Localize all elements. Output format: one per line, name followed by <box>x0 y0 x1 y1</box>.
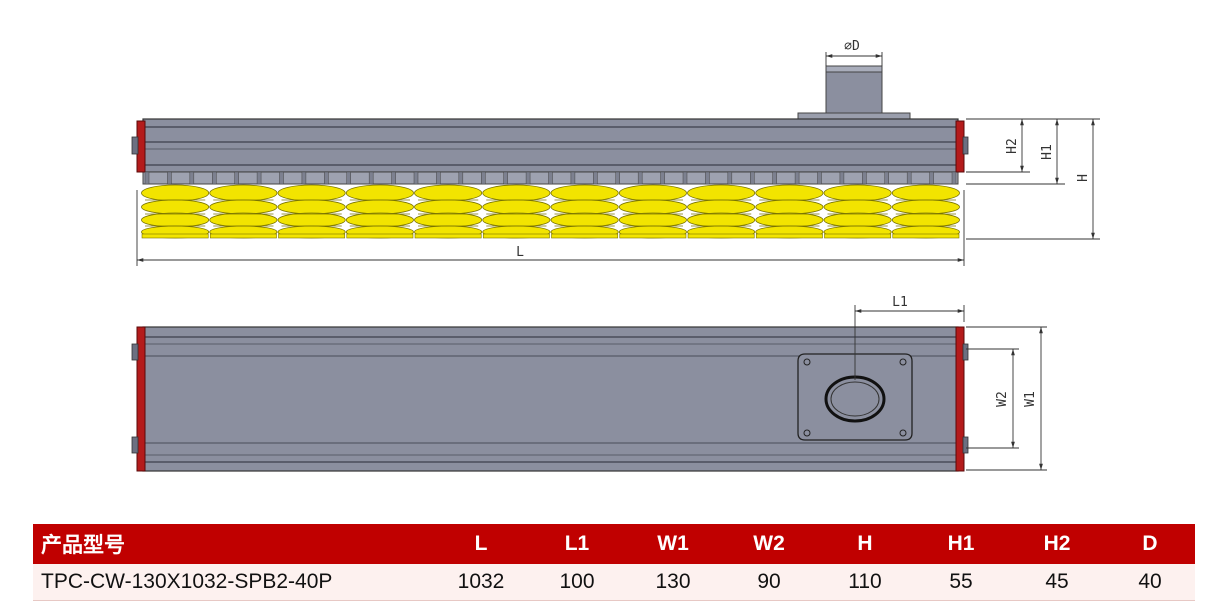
header-model: 产品型号 <box>33 524 433 564</box>
cup-fitting <box>772 171 777 185</box>
cell-l: 1032 <box>433 564 529 601</box>
table-header-row: 产品型号 L L1 W1 W2 H H1 H2 D <box>33 524 1195 564</box>
cup-fitting <box>750 171 755 185</box>
header-w1: W1 <box>625 524 721 564</box>
suction-cup <box>141 184 210 239</box>
suction-cup <box>687 184 756 239</box>
dim-label-l1: L1 <box>892 295 908 310</box>
cup-fitting <box>368 171 374 185</box>
cup-fitting <box>458 171 464 185</box>
cell-model: TPC-CW-130X1032-SPB2-40P <box>33 564 433 601</box>
cup-fitting <box>301 171 307 185</box>
cup-fitting <box>660 171 665 185</box>
suction-cup-array <box>141 171 960 239</box>
header-l: L <box>433 524 529 564</box>
top-view: L1 W2 W1 <box>131 295 1047 472</box>
header-d: D <box>1105 524 1195 564</box>
cup-fitting <box>906 171 912 185</box>
header-h: H <box>817 524 913 564</box>
cell-d: 40 <box>1105 564 1195 601</box>
front-view: ∅D H2 H1 H L <box>131 39 1100 266</box>
cup-fitting <box>212 171 217 185</box>
cup-fitting <box>436 171 441 185</box>
cup-fitting <box>570 171 576 185</box>
specification-table: 产品型号 L L1 W1 W2 H H1 H2 D TPC-CW-130X103… <box>33 524 1195 601</box>
cell-h: 110 <box>817 564 913 601</box>
cup-fitting <box>279 171 284 185</box>
suction-cup <box>482 184 551 239</box>
vacuum-port-cylinder <box>825 69 883 117</box>
cup-fitting <box>525 171 531 185</box>
suction-cup <box>618 184 687 239</box>
dim-label-w1: W1 <box>1023 391 1038 407</box>
dim-label-h2: H2 <box>1005 138 1020 154</box>
cup-fitting <box>548 171 553 185</box>
technical-drawing: ∅D H2 H1 H L <box>131 39 1100 472</box>
cup-fitting <box>839 171 845 185</box>
dim-label-l: L <box>516 245 524 260</box>
cup-fitting <box>391 171 396 185</box>
cup-fitting <box>167 171 172 185</box>
suction-cup <box>414 184 483 239</box>
top-left-end-cap <box>136 326 146 472</box>
suction-cup <box>891 184 960 239</box>
cell-h2: 45 <box>1009 564 1105 601</box>
cup-fitting <box>705 171 710 185</box>
cup-fitting <box>817 171 822 185</box>
cell-w2: 90 <box>721 564 817 601</box>
cup-fitting <box>727 171 733 185</box>
cup-fitting <box>481 171 486 185</box>
cup-fitting <box>189 171 195 185</box>
cup-fitting <box>682 171 688 185</box>
cup-fitting <box>615 171 620 185</box>
suction-cup <box>823 184 892 239</box>
cup-fitting <box>862 171 867 185</box>
cell-w1: 130 <box>625 564 721 601</box>
cup-fitting <box>346 171 351 185</box>
dim-label-w2: W2 <box>995 391 1010 407</box>
vacuum-port-rim <box>825 65 883 73</box>
suction-cup <box>550 184 619 239</box>
cup-fitting <box>144 171 150 185</box>
dim-label-h: H <box>1076 174 1091 182</box>
cup-fitting <box>951 171 957 185</box>
dim-label-h1: H1 <box>1040 144 1055 160</box>
cup-fitting <box>256 171 262 185</box>
top-right-end-cap <box>955 326 965 472</box>
header-w2: W2 <box>721 524 817 564</box>
vacuum-port-opening <box>824 375 886 423</box>
cup-fitting <box>593 171 598 185</box>
header-h2: H2 <box>1009 524 1105 564</box>
cup-fitting <box>884 171 889 185</box>
cup-fitting <box>929 171 934 185</box>
table-row: TPC-CW-130X1032-SPB2-40P 1032 100 130 90… <box>33 564 1195 601</box>
cup-fitting <box>324 171 329 185</box>
cup-fitting <box>234 171 239 185</box>
cup-fitting <box>637 171 643 185</box>
cup-fitting <box>503 171 508 185</box>
cell-l1: 100 <box>529 564 625 601</box>
suction-cup <box>277 184 346 239</box>
suction-cup <box>209 184 278 239</box>
suction-cup <box>345 184 414 239</box>
cell-h1: 55 <box>913 564 1009 601</box>
dim-label-phi-d: ∅D <box>844 39 860 54</box>
header-l1: L1 <box>529 524 625 564</box>
cup-fitting <box>413 171 419 185</box>
cup-fitting <box>794 171 800 185</box>
suction-cup <box>755 184 824 239</box>
header-h1: H1 <box>913 524 1009 564</box>
